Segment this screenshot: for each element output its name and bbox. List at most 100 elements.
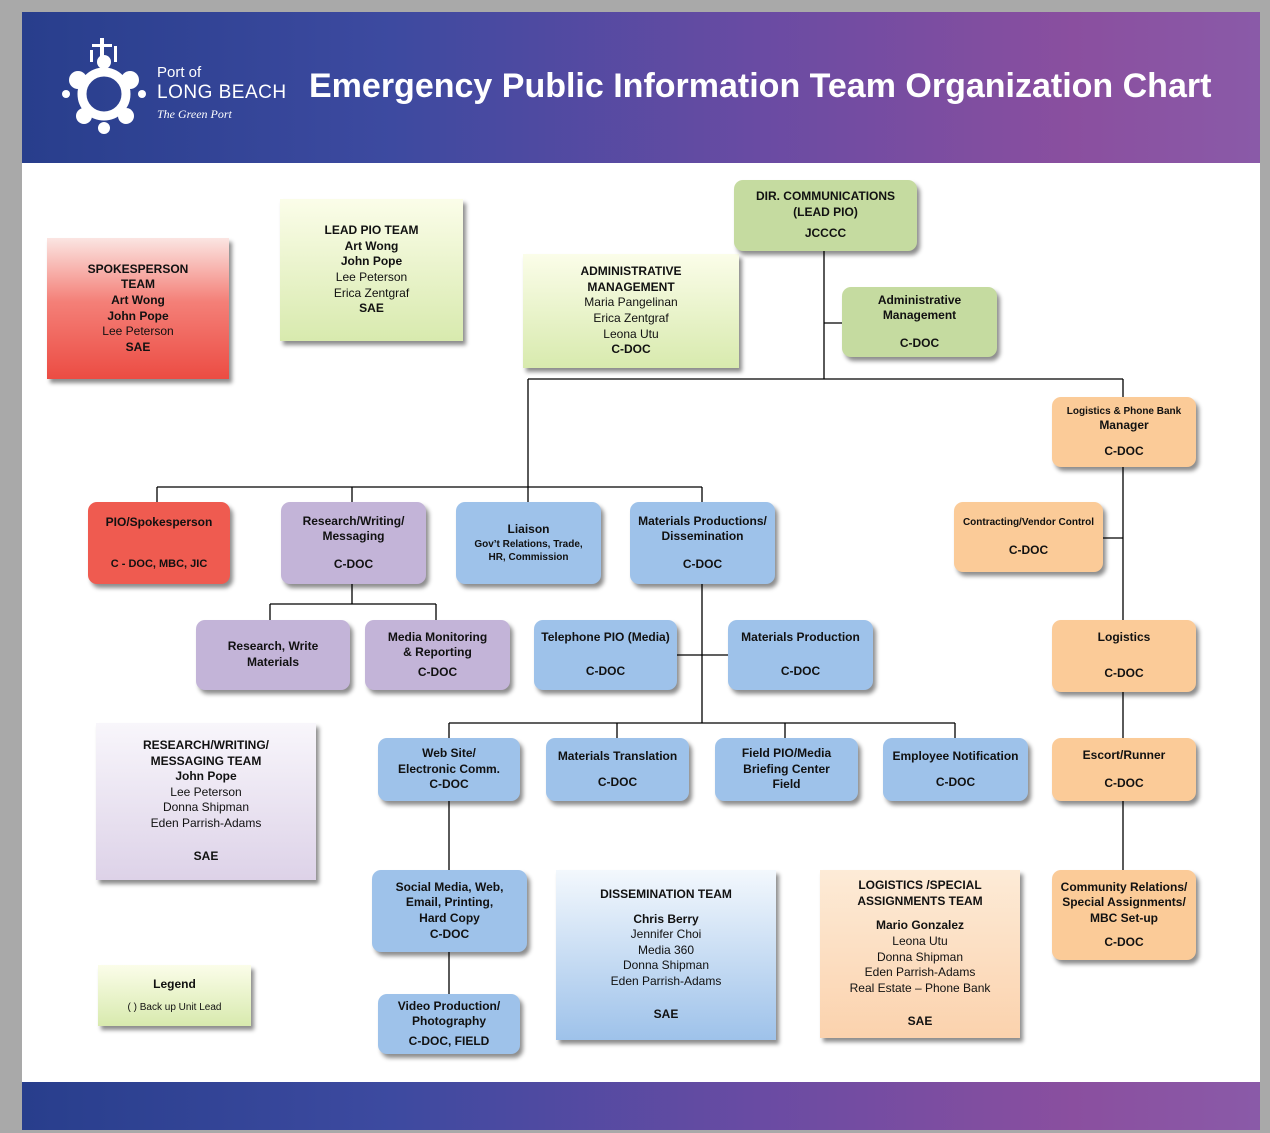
team-member: Leona Utu xyxy=(603,326,659,341)
team-member: Erica Zentgraf xyxy=(333,285,410,300)
team-location: C-DOC xyxy=(611,342,651,357)
position-title: Email, Printing, xyxy=(405,895,494,910)
administrative-management-box: Administrative Management C-DOC xyxy=(842,287,997,357)
team-title: SPOKESPERSON xyxy=(87,261,189,276)
legend-text: ( ) Back up Unit Lead xyxy=(127,1001,222,1013)
materials-translation-box: Materials Translation C-DOC xyxy=(546,738,689,801)
position-title: & Reporting xyxy=(403,645,472,660)
position-title: Special Assignments/ xyxy=(1062,895,1186,910)
position-location: C-DOC xyxy=(1104,934,1144,949)
position-title: Video Production/ xyxy=(397,998,501,1013)
team-location: SAE xyxy=(193,849,219,864)
dir-communications-box: DIR. COMMUNICATIONS (LEAD PIO) JCCCC xyxy=(734,180,917,251)
logistics-box: Logistics C-DOC xyxy=(1052,620,1196,692)
team-member: Jennifer Choi xyxy=(630,927,702,942)
position-title: Telephone PIO (Media) xyxy=(541,630,670,645)
logistics-special-team-box: LOGISTICS /SPECIAL ASSIGNMENTS TEAM Mari… xyxy=(820,870,1020,1038)
research-writing-team-box: RESEARCH/WRITING/ MESSAGING TEAM John Po… xyxy=(96,723,316,880)
position-location: Field xyxy=(772,777,801,792)
position-title: Employee Notification xyxy=(892,748,1019,763)
position-title: Manager xyxy=(1099,417,1149,432)
team-title: DISSEMINATION TEAM xyxy=(600,886,732,901)
position-location: C-DOC xyxy=(1104,666,1144,680)
position-location: C-DOC xyxy=(1104,443,1144,458)
position-title: Materials xyxy=(246,655,300,669)
position-title: Materials Translation xyxy=(557,748,678,763)
legend-box: Legend ( ) Back up Unit Lead xyxy=(98,965,251,1026)
position-title: Web Site/ xyxy=(422,746,476,761)
position-location: C-DOC xyxy=(1104,775,1144,790)
team-member: Art Wong xyxy=(111,292,165,307)
position-title: Electronic Comm. xyxy=(397,761,501,776)
team-member: John Pope xyxy=(175,769,237,784)
team-member: John Pope xyxy=(107,308,169,323)
position-location: C-DOC xyxy=(899,335,940,350)
position-location: C-DOC, FIELD xyxy=(408,1033,490,1048)
research-writing-messaging-box: Research/Writing/ Messaging C-DOC xyxy=(281,502,426,584)
team-title: RESEARCH/WRITING/ xyxy=(143,737,269,752)
team-member: Donna Shipman xyxy=(622,958,710,973)
position-location: C - DOC, MBC, JIC xyxy=(110,557,208,570)
team-member: Donna Shipman xyxy=(162,800,250,815)
position-title: MBC Set-up xyxy=(1090,911,1158,925)
position-title: (LEAD PIO) xyxy=(793,204,858,219)
chart-page: Port of LONG BEACH The Green Port Emerge… xyxy=(22,12,1260,1130)
position-location: C-DOC xyxy=(429,777,469,792)
team-member: Media 360 xyxy=(637,942,695,957)
position-location: C-DOC xyxy=(780,664,821,678)
position-location: C-DOC xyxy=(935,774,976,789)
connector-lines xyxy=(156,251,1124,994)
team-member: Chris Berry xyxy=(633,911,699,926)
team-member: Maria Pangelinan xyxy=(584,295,678,310)
logistics-phone-bank-box: Logistics & Phone Bank Manager C-DOC xyxy=(1052,397,1196,467)
position-title: Liaison xyxy=(507,522,550,537)
team-member: Donna Shipman xyxy=(876,949,964,964)
materials-dissemination-box: Materials Productions/ Dissemination C-D… xyxy=(630,502,775,584)
team-location: SAE xyxy=(125,339,151,354)
team-location: SAE xyxy=(907,1014,933,1029)
telephone-pio-box: Telephone PIO (Media) C-DOC xyxy=(534,620,677,690)
position-location: C-DOC xyxy=(1008,542,1049,557)
position-title: Logistics & Phone Bank xyxy=(1066,405,1182,417)
team-title: ADMINISTRATIVE xyxy=(580,264,682,279)
position-title: Logistics xyxy=(1097,630,1151,645)
position-title: Field PIO/Media xyxy=(741,746,832,761)
port-logo-icon xyxy=(62,38,146,134)
spokesperson-team-box: SPOKESPERSON TEAM Art Wong John Pope Lee… xyxy=(47,238,229,379)
position-title: Research, Write xyxy=(227,639,319,654)
team-title: LOGISTICS /SPECIAL xyxy=(858,878,982,893)
team-title: MESSAGING TEAM xyxy=(150,753,262,768)
position-title: Research/Writing/ xyxy=(302,513,405,528)
team-member: Lee Peterson xyxy=(102,324,174,339)
position-title: Social Media, Web, xyxy=(395,879,504,894)
position-detail: Gov’t Relations, Trade, xyxy=(474,538,583,550)
position-title: PIO/Spokesperson xyxy=(105,515,213,530)
contracting-vendor-box: Contracting/Vendor Control C-DOC xyxy=(954,502,1103,572)
employee-notification-box: Employee Notification C-DOC xyxy=(883,738,1028,801)
admin-management-team-box: ADMINISTRATIVE MANAGEMENT Maria Pangelin… xyxy=(523,254,739,368)
research-write-materials-box: Research, Write Materials xyxy=(196,620,350,690)
position-location: C-DOC xyxy=(333,556,374,571)
team-title: MANAGEMENT xyxy=(587,279,675,294)
position-title: DIR. COMMUNICATIONS xyxy=(755,189,896,204)
field-pio-box: Field PIO/Media Briefing Center Field xyxy=(715,738,858,801)
team-member: John Pope xyxy=(340,254,403,269)
team-location: SAE xyxy=(653,1007,679,1022)
position-location: JCCCC xyxy=(804,226,847,241)
position-title: Administrative xyxy=(877,292,962,307)
team-member: Eden Parrish-Adams xyxy=(150,815,262,830)
footer-banner xyxy=(22,1082,1260,1130)
team-member: Lee Peterson xyxy=(335,270,408,284)
video-production-box: Video Production/ Photography C-DOC, FIE… xyxy=(378,994,520,1054)
position-title: Contracting/Vendor Control xyxy=(962,516,1095,528)
position-title: Briefing Center xyxy=(743,761,830,776)
position-title: Community Relations/ xyxy=(1060,879,1188,894)
team-member: Lee Peterson xyxy=(170,784,242,799)
team-title: LEAD PIO TEAM xyxy=(324,223,419,238)
community-relations-box: Community Relations/ Special Assignments… xyxy=(1052,870,1196,960)
logo-tagline: The Green Port xyxy=(157,107,232,121)
position-title: Messaging xyxy=(322,529,385,544)
position-location: C-DOC xyxy=(585,664,626,678)
team-member: Leona Utu xyxy=(892,933,948,948)
legend-title: Legend xyxy=(153,977,196,992)
